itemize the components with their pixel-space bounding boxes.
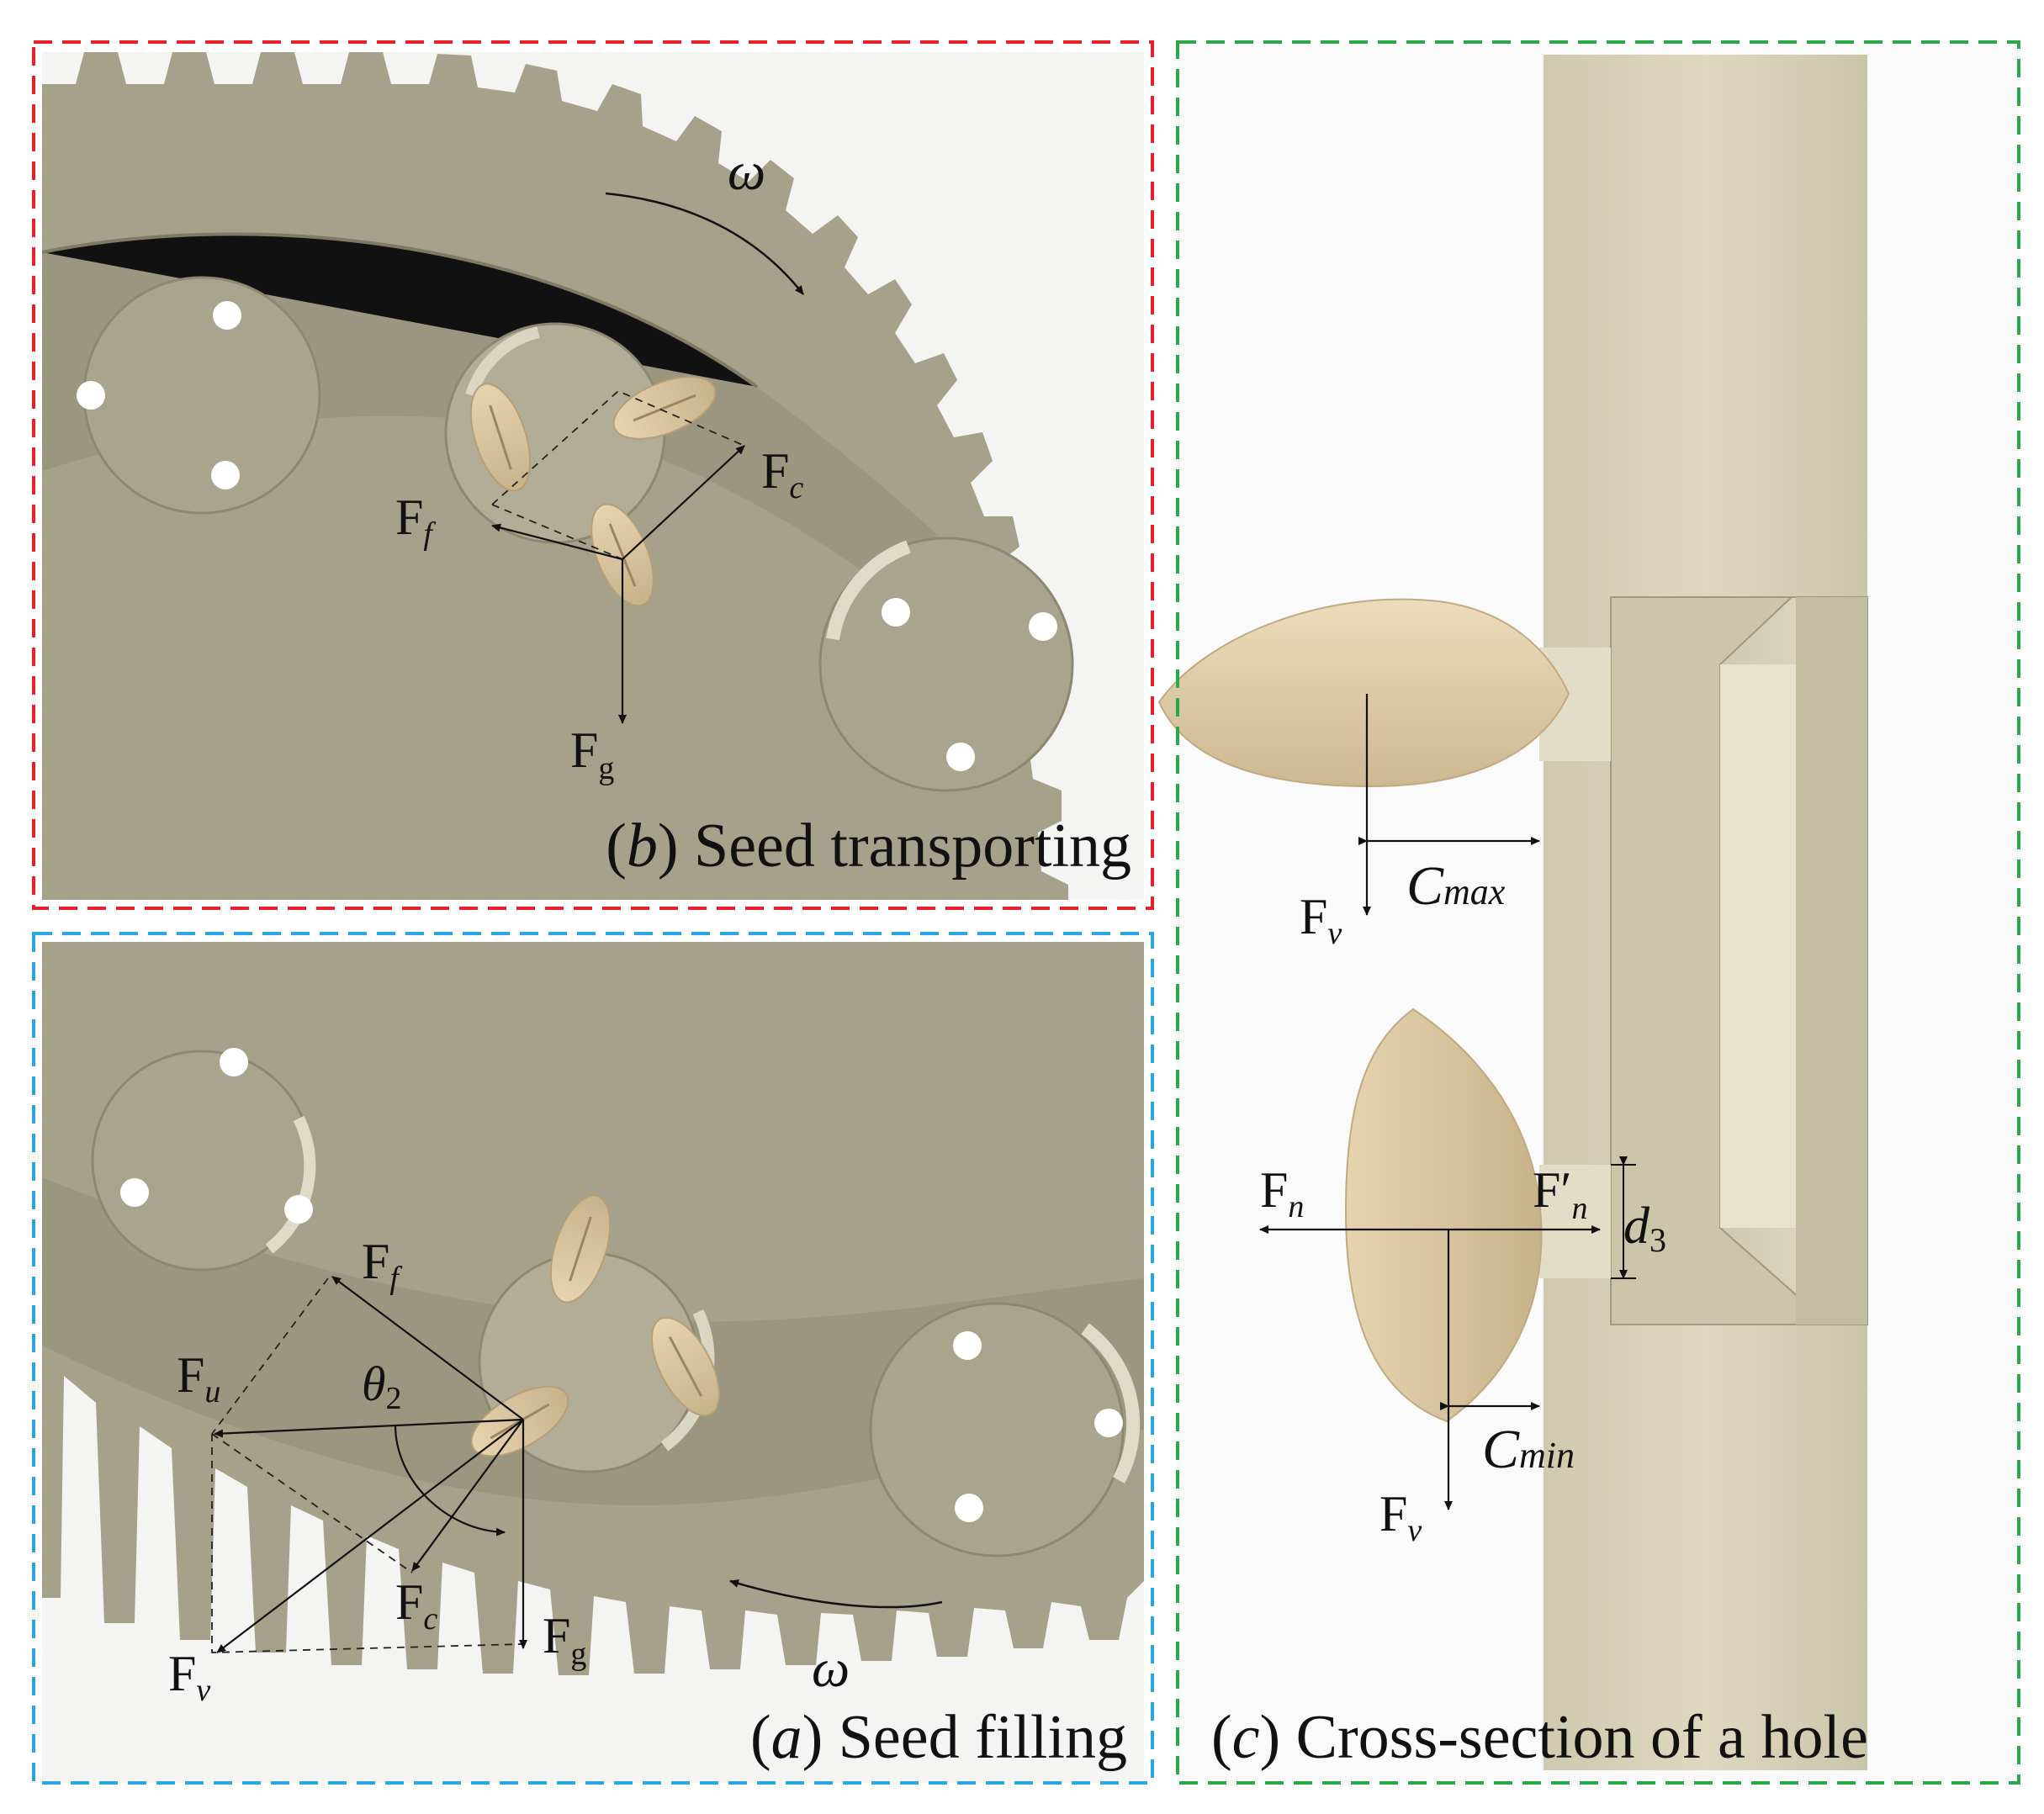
svg-text:Fv: Fv <box>1300 889 1342 951</box>
hole-face <box>1720 664 1796 1228</box>
svg-text:d3: d3 <box>1623 1198 1666 1259</box>
label-theta-a: θ2 <box>362 1357 402 1416</box>
svg-text:Cmin: Cmin <box>1482 1419 1575 1480</box>
omega-label-b: ω <box>728 141 765 201</box>
panel-b: ω Fc Ff Fg (b) Seed transporting <box>32 40 1154 910</box>
label-cmin-c: Cmin <box>1482 1419 1575 1480</box>
svg-text:Fg: Fg <box>543 1608 586 1672</box>
force-diagram-c-bottom <box>1259 1156 1636 1510</box>
disc-b-mid <box>444 322 666 544</box>
omega-label-a: ω <box>812 1638 850 1698</box>
panel-c: Fv Cmax Fn F′n d3 Cmin Fv (c) Cross-sect… <box>1157 40 2020 1785</box>
force-diagram-a <box>211 1276 527 1653</box>
svg-text:Fg: Fg <box>570 722 614 786</box>
svg-text:θ2: θ2 <box>362 1357 402 1416</box>
label-d3-c: d3 <box>1623 1198 1666 1259</box>
label-fg-b: Fg <box>570 722 614 786</box>
seed-b-3 <box>590 503 654 607</box>
label-fv-c-top: Fv <box>1300 889 1342 951</box>
label-fnp-c: F′n <box>1533 1162 1588 1226</box>
disc-a-left <box>91 1048 316 1272</box>
label-fn-c: Fn <box>1260 1162 1304 1224</box>
label-fc-a: Fc <box>395 1574 437 1637</box>
panel-a: Ff Fu θ2 Fc Fg Fv ω (a) Seed filling <box>32 932 1154 1785</box>
caption-b: (b) Seed transporting <box>606 812 1131 881</box>
svg-text:Fc: Fc <box>395 1574 437 1637</box>
force-diagram-c-top <box>1358 694 1540 916</box>
label-fg-a: Fg <box>543 1608 586 1672</box>
svg-text:Fu: Fu <box>177 1347 220 1409</box>
seed-b-2 <box>612 376 717 440</box>
force-diagram-b <box>491 389 745 724</box>
seed-c-bottom <box>1344 1007 1543 1423</box>
seed-b-1 <box>469 383 532 492</box>
caption-c: (c) Cross-section of a hole <box>1211 1703 1868 1772</box>
frame-a <box>32 932 1154 1785</box>
label-cmax-c: Cmax <box>1406 855 1506 917</box>
disc-b-left <box>77 276 321 515</box>
svg-text:Fn: Fn <box>1260 1162 1304 1224</box>
frame-b <box>32 40 1154 910</box>
rotation-arrow-b <box>605 192 804 295</box>
label-fc-b: Fc <box>761 443 803 505</box>
label-fv-c-bottom: Fv <box>1379 1486 1422 1548</box>
disc-a-right <box>869 1302 1141 1558</box>
label-fu-a: Fu <box>177 1347 220 1409</box>
seed-c-top <box>1157 598 1570 788</box>
svg-text:Fv: Fv <box>1379 1486 1422 1548</box>
svg-text:Fv: Fv <box>168 1646 210 1708</box>
rotation-arrow-a <box>729 1579 943 1609</box>
svg-text:F′n: F′n <box>1533 1162 1588 1226</box>
caption-a: (a) Seed filling <box>750 1703 1127 1772</box>
seed-a-1 <box>549 1194 612 1304</box>
through-hole-bottom <box>1539 1165 1611 1278</box>
svg-text:Cmax: Cmax <box>1406 855 1506 917</box>
disc-b-right <box>818 537 1074 792</box>
svg-text:Fc: Fc <box>761 443 803 505</box>
frame-c <box>1176 40 2020 1785</box>
seed-a-2 <box>650 1316 721 1417</box>
label-fv-a: Fv <box>168 1646 210 1708</box>
hole-inner-wall <box>1796 597 1867 1325</box>
